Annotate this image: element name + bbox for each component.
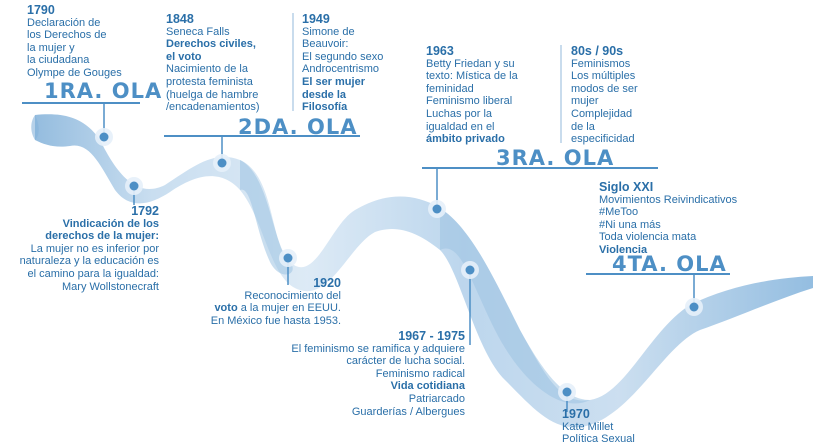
- event-line: Movimientos Reivindicativos: [599, 193, 738, 206]
- event-1970: 1970 Kate Millet Política Sexual: [562, 408, 635, 446]
- event-line: /encadenamientos): [166, 101, 260, 114]
- event-line: modos de ser: [571, 82, 638, 95]
- event-siglo-xxi: Siglo XXI Movimientos Reivindicativos #M…: [599, 181, 737, 257]
- event-year: 1792: [131, 204, 159, 218]
- event-line: naturaleza y la educación es: [19, 255, 159, 268]
- ribbon-fold: [31, 115, 39, 140]
- event-line: Nacimiento de la: [166, 63, 248, 76]
- event-line: de la: [571, 120, 595, 133]
- wave-bar-1: [22, 102, 140, 104]
- event-line-bold: ámbito privado: [426, 133, 505, 146]
- event-line-bold: Vindicación de los: [62, 217, 159, 230]
- event-1967-1975: 1967 - 1975 El feminismo se ramifica y a…: [225, 330, 465, 418]
- event-line: Feminismo radical: [375, 367, 465, 380]
- event-line: Reconocimiento del: [244, 289, 341, 302]
- timeline-dots: [95, 128, 703, 401]
- event-line-bold: El ser mujer: [302, 75, 365, 88]
- event-1949: 1949 Simone de Beauvoir: El segundo sexo…: [302, 13, 383, 114]
- event-text: a la mujer en EEUU.: [237, 302, 341, 315]
- event-line: Política Sexual: [562, 433, 635, 446]
- event-year: 1949: [302, 12, 330, 26]
- wave-bar-2: [164, 135, 360, 137]
- wave-title-4: 4TA. OLA: [612, 252, 727, 276]
- event-line: feminidad: [426, 82, 474, 95]
- event-1790: 1790 Declaración de los Derechos de la m…: [27, 4, 122, 80]
- event-line: la mujer y: [27, 41, 75, 54]
- separator-3ra: [560, 45, 562, 143]
- event-year: 1848: [166, 12, 194, 26]
- event-line-bold: Filosofía: [302, 101, 348, 114]
- event-line: Luchas por la: [426, 107, 493, 120]
- event-line: Androcentrismo: [302, 63, 380, 76]
- event-year: 80s / 90s: [571, 44, 624, 58]
- event-line: #Ni una más: [599, 218, 661, 231]
- event-line: Seneca Falls: [166, 25, 230, 38]
- event-year: 1963: [426, 44, 454, 58]
- event-line: Olympe de Gouges: [27, 66, 122, 79]
- wave-bar-3: [422, 167, 658, 169]
- event-line: protesta feminista: [166, 75, 253, 88]
- event-line-bold: Derechos civiles,: [166, 38, 256, 51]
- event-line-bold: derechos de la mujer:: [45, 230, 159, 243]
- wave-bar-4: [586, 273, 730, 275]
- event-line: Toda violencia mata: [599, 231, 697, 244]
- event-line: (huelga de hambre: [166, 88, 259, 101]
- wave-title-3: 3RA. OLA: [496, 146, 615, 170]
- event-line: el camino para la igualdad:: [27, 267, 159, 280]
- ribbon-fold-2: [240, 160, 293, 275]
- event-line: Kate Millet: [562, 420, 614, 433]
- event-line: Feminismos: [571, 57, 631, 70]
- event-line: Feminismo liberal: [426, 95, 513, 108]
- event-year: 1970: [562, 407, 590, 421]
- event-line: El feminismo se ramifica y adquiere: [291, 342, 465, 355]
- event-line: Mary Wollstonecraft: [62, 280, 159, 293]
- event-year: 1920: [313, 276, 341, 290]
- event-line: igualdad en el: [426, 120, 495, 133]
- separator-2da: [292, 13, 294, 111]
- event-line: El segundo sexo: [302, 50, 384, 63]
- event-1792: 1792 Vindicación de los derechos de la m…: [0, 205, 159, 293]
- event-line: Los múltiples: [571, 70, 636, 83]
- event-1963: 1963 Betty Friedan y su texto: Mística d…: [426, 45, 518, 146]
- event-line: En México fue hasta 1953.: [210, 314, 341, 327]
- wave-title-1: 1RA. OLA: [44, 79, 163, 103]
- event-line-bold: Violencia: [599, 243, 648, 256]
- event-line-bold: el voto: [166, 50, 202, 63]
- event-line: voto a la mujer en EEUU.: [171, 302, 341, 315]
- event-line: texto: Mística de la: [426, 70, 518, 83]
- event-line: La mujer no es inferior por: [30, 242, 159, 255]
- event-line: la ciudadana: [27, 54, 90, 67]
- ribbon-fold-3: [440, 208, 590, 404]
- event-80s-90s: 80s / 90s Feminismos Los múltiples modos…: [571, 45, 638, 146]
- event-line-bold: Vida cotidiana: [390, 380, 465, 393]
- event-line: Declaración de: [27, 16, 101, 29]
- event-bold-word: voto: [214, 302, 238, 315]
- event-line: #MeToo: [599, 206, 639, 219]
- event-line-bold: desde la: [302, 88, 347, 101]
- event-1920: 1920 Reconocimiento del voto a la mujer …: [171, 277, 341, 327]
- event-line: los Derechos de: [27, 29, 107, 42]
- event-line: Beauvoir:: [302, 38, 349, 51]
- event-year: Siglo XXI: [599, 180, 654, 194]
- event-line: Betty Friedan y su: [426, 57, 515, 70]
- event-line: Complejidad: [571, 107, 633, 120]
- event-line: mujer: [571, 95, 599, 108]
- event-1848: 1848 Seneca Falls Derechos civiles, el v…: [166, 13, 260, 114]
- event-year: 1967 - 1975: [398, 329, 465, 343]
- event-line: Simone de: [302, 25, 355, 38]
- event-year: 1790: [27, 3, 55, 17]
- event-line: carácter de lucha social.: [346, 355, 465, 368]
- event-line: especificidad: [571, 133, 635, 146]
- event-line: Guarderías / Albergues: [351, 405, 465, 418]
- event-line: Patriarcado: [408, 392, 465, 405]
